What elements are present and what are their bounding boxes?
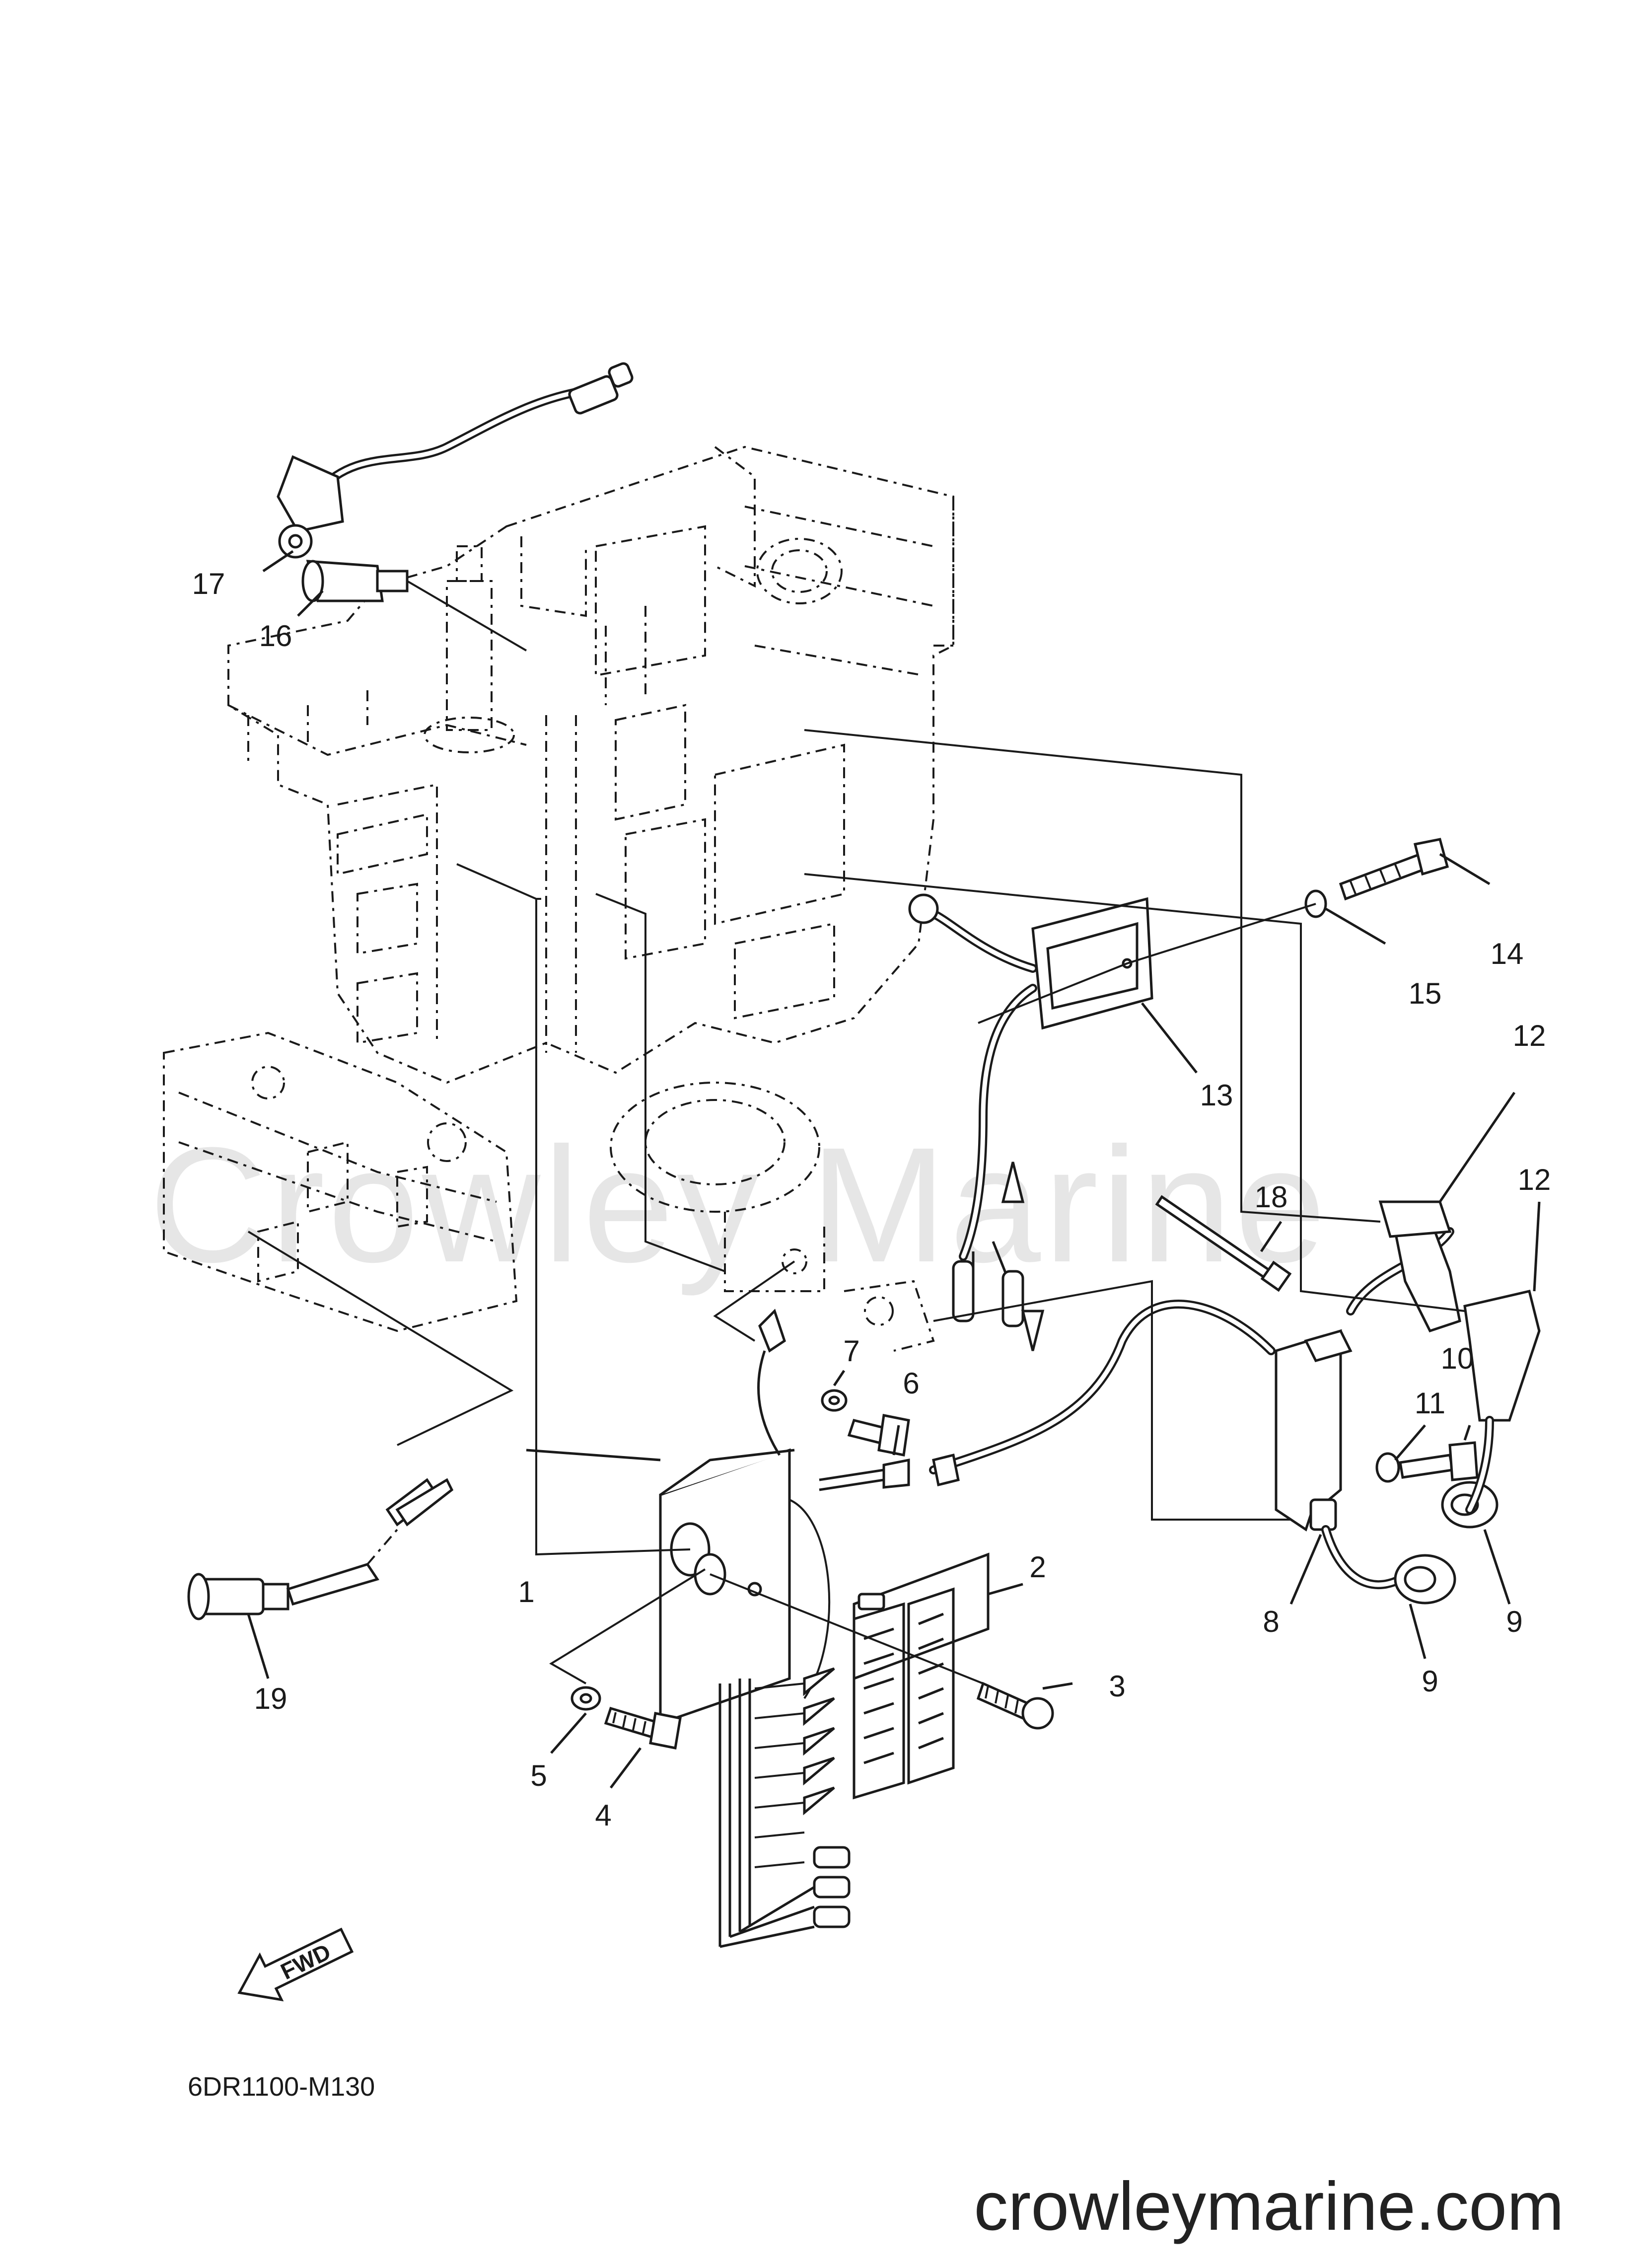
- callout-6: 6: [903, 1367, 919, 1400]
- rectifier-regulator-2: [853, 1552, 990, 1800]
- callout-14: 14: [1491, 937, 1524, 970]
- switch-sensor-16: [301, 560, 527, 652]
- callout-11: 11: [1415, 1387, 1445, 1420]
- washer-11: [1375, 1452, 1400, 1483]
- lower-bracket-outline: [163, 1031, 518, 1332]
- callout-10: 10: [1441, 1342, 1474, 1375]
- grommet-9-a: [1394, 1554, 1456, 1605]
- washer-5: [571, 1686, 601, 1711]
- callout-numbers: 1 2 3 4 5 6 7 8 9 9 10 11 12 12 13 14 15…: [192, 567, 1551, 1832]
- callout-9b: 9: [1506, 1605, 1522, 1638]
- callout-3: 3: [1109, 1670, 1125, 1703]
- bolt-14: [1339, 838, 1449, 901]
- spark-plug-cap-12-upper: [1378, 1200, 1461, 1333]
- callout-4: 4: [595, 1799, 611, 1832]
- callout-8: 8: [1263, 1605, 1279, 1638]
- pulser-coil-13: [908, 893, 1153, 1351]
- reference-lines: [247, 550, 1541, 1789]
- bolt-6: [847, 1414, 910, 1457]
- callout-7: 7: [843, 1334, 859, 1368]
- washer-7: [821, 1389, 848, 1412]
- watermark: Crowley Marine: [149, 1113, 1329, 1297]
- callout-18: 18: [1255, 1180, 1288, 1214]
- callout-9a: 9: [1422, 1665, 1438, 1698]
- callout-16: 16: [259, 619, 292, 653]
- callout-2: 2: [1029, 1550, 1046, 1584]
- ignition-coil-8: [929, 1227, 1454, 1590]
- cable-tie-18: [1155, 1195, 1292, 1292]
- engine-block-outline: [227, 445, 954, 1084]
- grommet-9-b: [1441, 1481, 1499, 1529]
- stator-bracket-outline: [610, 1082, 935, 1352]
- callout-15: 15: [1409, 977, 1442, 1010]
- site-url: crowleymarine.com: [974, 2168, 1564, 2245]
- screw-3: [976, 1682, 1054, 1730]
- callout-12a: 12: [1513, 1019, 1546, 1052]
- bolt-4: [604, 1706, 682, 1750]
- bolt-10: [1399, 1441, 1479, 1481]
- diagram-code: 6DR1100-M130: [188, 2072, 375, 2102]
- callout-12b: 12: [1518, 1163, 1551, 1196]
- callout-17: 17: [192, 567, 225, 600]
- callout-13: 13: [1200, 1079, 1233, 1112]
- spark-plug-cap-17: [277, 362, 634, 559]
- thermo-sensor-19: [187, 1478, 454, 1679]
- fwd-arrow: FWD: [237, 1927, 354, 2002]
- spark-plug-cap-12-lower: [1463, 1290, 1541, 1514]
- callout-1: 1: [518, 1575, 534, 1609]
- callout-19: 19: [254, 1682, 287, 1715]
- callout-5: 5: [530, 1759, 547, 1792]
